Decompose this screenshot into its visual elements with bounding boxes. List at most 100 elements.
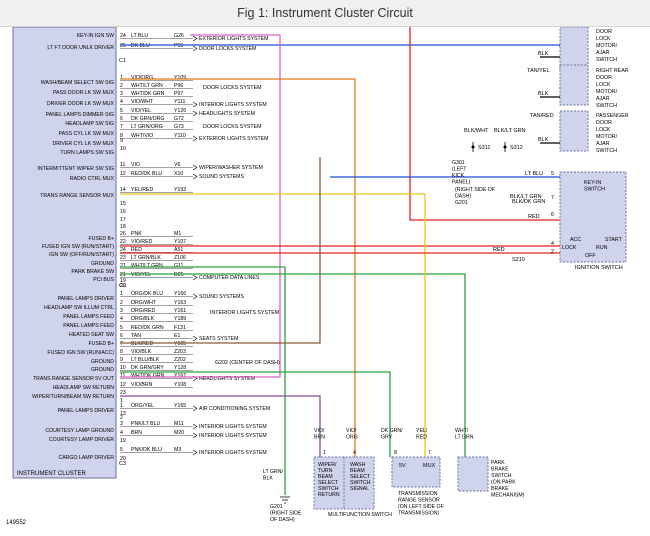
wire-color: ORG/BLK xyxy=(131,316,155,322)
splice-blk-lt-grn-2: BLK/LT GRN xyxy=(510,194,542,200)
trs-name: TRANSMISSION) xyxy=(398,511,439,517)
circuit-code: Y111 xyxy=(174,99,185,105)
arrow xyxy=(192,274,198,281)
splice-blk-lt-grn: BLK/LT GRN xyxy=(494,128,526,134)
circuit-code: Y128 xyxy=(174,365,186,371)
cluster-label: WASH/BEAM SELECT SW SIG xyxy=(41,80,114,86)
wire-color: ORG/DK BLU xyxy=(131,291,163,297)
wire-color: RED xyxy=(131,247,142,253)
circuit-code: Y107 xyxy=(174,239,186,245)
pin-number: 5 xyxy=(120,447,123,453)
arrow xyxy=(192,173,198,180)
wire-yellow-trans xyxy=(120,193,426,457)
mf-label: RETURN xyxy=(318,492,340,498)
cluster-label: GROUND xyxy=(91,359,114,365)
mf-label: SELECT xyxy=(350,474,371,480)
circuit-code: A51 xyxy=(174,247,183,253)
cluster-label: HEADLAMP SW SIG xyxy=(65,121,114,127)
circuit-code: Y109 xyxy=(174,75,186,81)
switch-label: LOCK xyxy=(596,127,611,133)
switch-label: MOTOR/ xyxy=(596,43,618,49)
cluster-name: INSTRUMENT CLUSTER xyxy=(17,471,87,477)
pin-number: 17 xyxy=(120,217,126,223)
switch-label: AJAR xyxy=(596,50,610,56)
ground-label: (LEFT xyxy=(452,167,467,173)
destination-system: AIR CONDITIONING SYSTEM xyxy=(199,406,270,412)
cluster-label: GROUND xyxy=(91,261,114,267)
pin-number: 7 xyxy=(120,124,123,130)
pin-number: 7 xyxy=(551,195,554,201)
cluster-label: FUSED B+ xyxy=(88,236,114,242)
pin-number: 8 xyxy=(120,133,123,139)
mf-label: TURN xyxy=(318,468,333,474)
switch-label: LOCK xyxy=(596,36,611,42)
wire-color: DK GRN/GRY xyxy=(131,365,164,371)
wire-red-long xyxy=(409,27,560,221)
circuit-code: V6 xyxy=(174,162,180,168)
group-door-locks-2: DOOR LOCKS SYSTEM xyxy=(203,124,262,130)
arrow xyxy=(192,335,198,342)
pin-number: 1 xyxy=(120,398,123,404)
pin-number: 20 xyxy=(120,456,126,462)
pin-number: 25 xyxy=(120,43,126,49)
pb-name: BRAKE xyxy=(491,486,509,492)
arrow xyxy=(192,423,198,430)
ign-wire-blk: BLK/DK GRN xyxy=(512,199,545,205)
pin-number: 19 xyxy=(120,438,126,444)
wire-color: TAN xyxy=(131,333,141,339)
group-interior-lights: INTERIOR LIGHTS SYSTEM xyxy=(210,310,279,316)
switch-label: MOTOR/ xyxy=(596,134,618,140)
pin-number: 2 xyxy=(120,83,123,89)
wire-orange-vio-org xyxy=(120,78,356,457)
pin-number: 2 xyxy=(120,415,123,421)
circuit-code: Y189 xyxy=(174,316,186,322)
wire-color: WHT/VIO xyxy=(131,133,153,139)
arrow xyxy=(192,449,198,456)
cluster-label: WIPER/TURN/BEAM SW RETURN xyxy=(32,394,114,400)
wire-color: VIO/BRN xyxy=(131,382,153,388)
door-left-wire: BLK xyxy=(538,51,549,57)
wire-color: GRY xyxy=(381,435,393,441)
cluster-label: FUSED IGN SW (RUN/START) xyxy=(42,244,114,250)
cluster-label: CARGO LAMP DRIVER xyxy=(58,455,114,461)
wire-color: DK BLU xyxy=(131,43,150,49)
pin-number: 8 xyxy=(394,450,397,456)
ground-label: PANEL) xyxy=(452,180,471,186)
wire-color: ORG xyxy=(346,435,358,441)
group-g202: G202 (CENTER OF DASH) xyxy=(215,360,280,366)
ign-wire-red: RED xyxy=(528,214,540,220)
mf-label: BEAM xyxy=(318,474,333,480)
ground-label: OF DASH) xyxy=(270,517,295,523)
pass-wire-top: TAN/RED xyxy=(530,113,554,119)
circuit-code: X10 xyxy=(174,171,183,177)
wire-color: DK GRN/ORG xyxy=(131,116,164,122)
wire-pink-key-in xyxy=(120,34,281,378)
arrow xyxy=(192,135,198,142)
circuit-code: G11 xyxy=(174,263,184,269)
pin-number: 19 xyxy=(120,278,126,284)
circuit-code: G26 xyxy=(174,33,184,39)
wire-color: VIO/ xyxy=(314,428,325,434)
circuit-code: Y110 xyxy=(174,133,186,139)
arrow xyxy=(192,164,198,171)
pin-number: 9 xyxy=(120,357,123,363)
wire-color: VIO/BLK xyxy=(131,349,152,355)
wire-violet-wiper xyxy=(120,395,321,457)
pin-number: 4 xyxy=(120,99,123,105)
wire-dk-grn-gry xyxy=(120,371,391,457)
switch-label: LOCK xyxy=(596,82,611,88)
arrow xyxy=(192,101,198,108)
cluster-label: PASS CYL LK SW MUX xyxy=(59,131,115,137)
cluster-label: GROUND xyxy=(91,367,114,373)
wire-green-park-brake xyxy=(120,273,466,457)
cluster-label: HEADLAMP SW RETURN xyxy=(53,385,115,391)
circuit-code: D25 xyxy=(174,272,184,278)
switch-label: AJAR xyxy=(596,141,610,147)
wire-color: BLK/RED xyxy=(131,341,153,347)
arrow xyxy=(192,110,198,117)
connector-c1: C1 xyxy=(119,58,126,64)
